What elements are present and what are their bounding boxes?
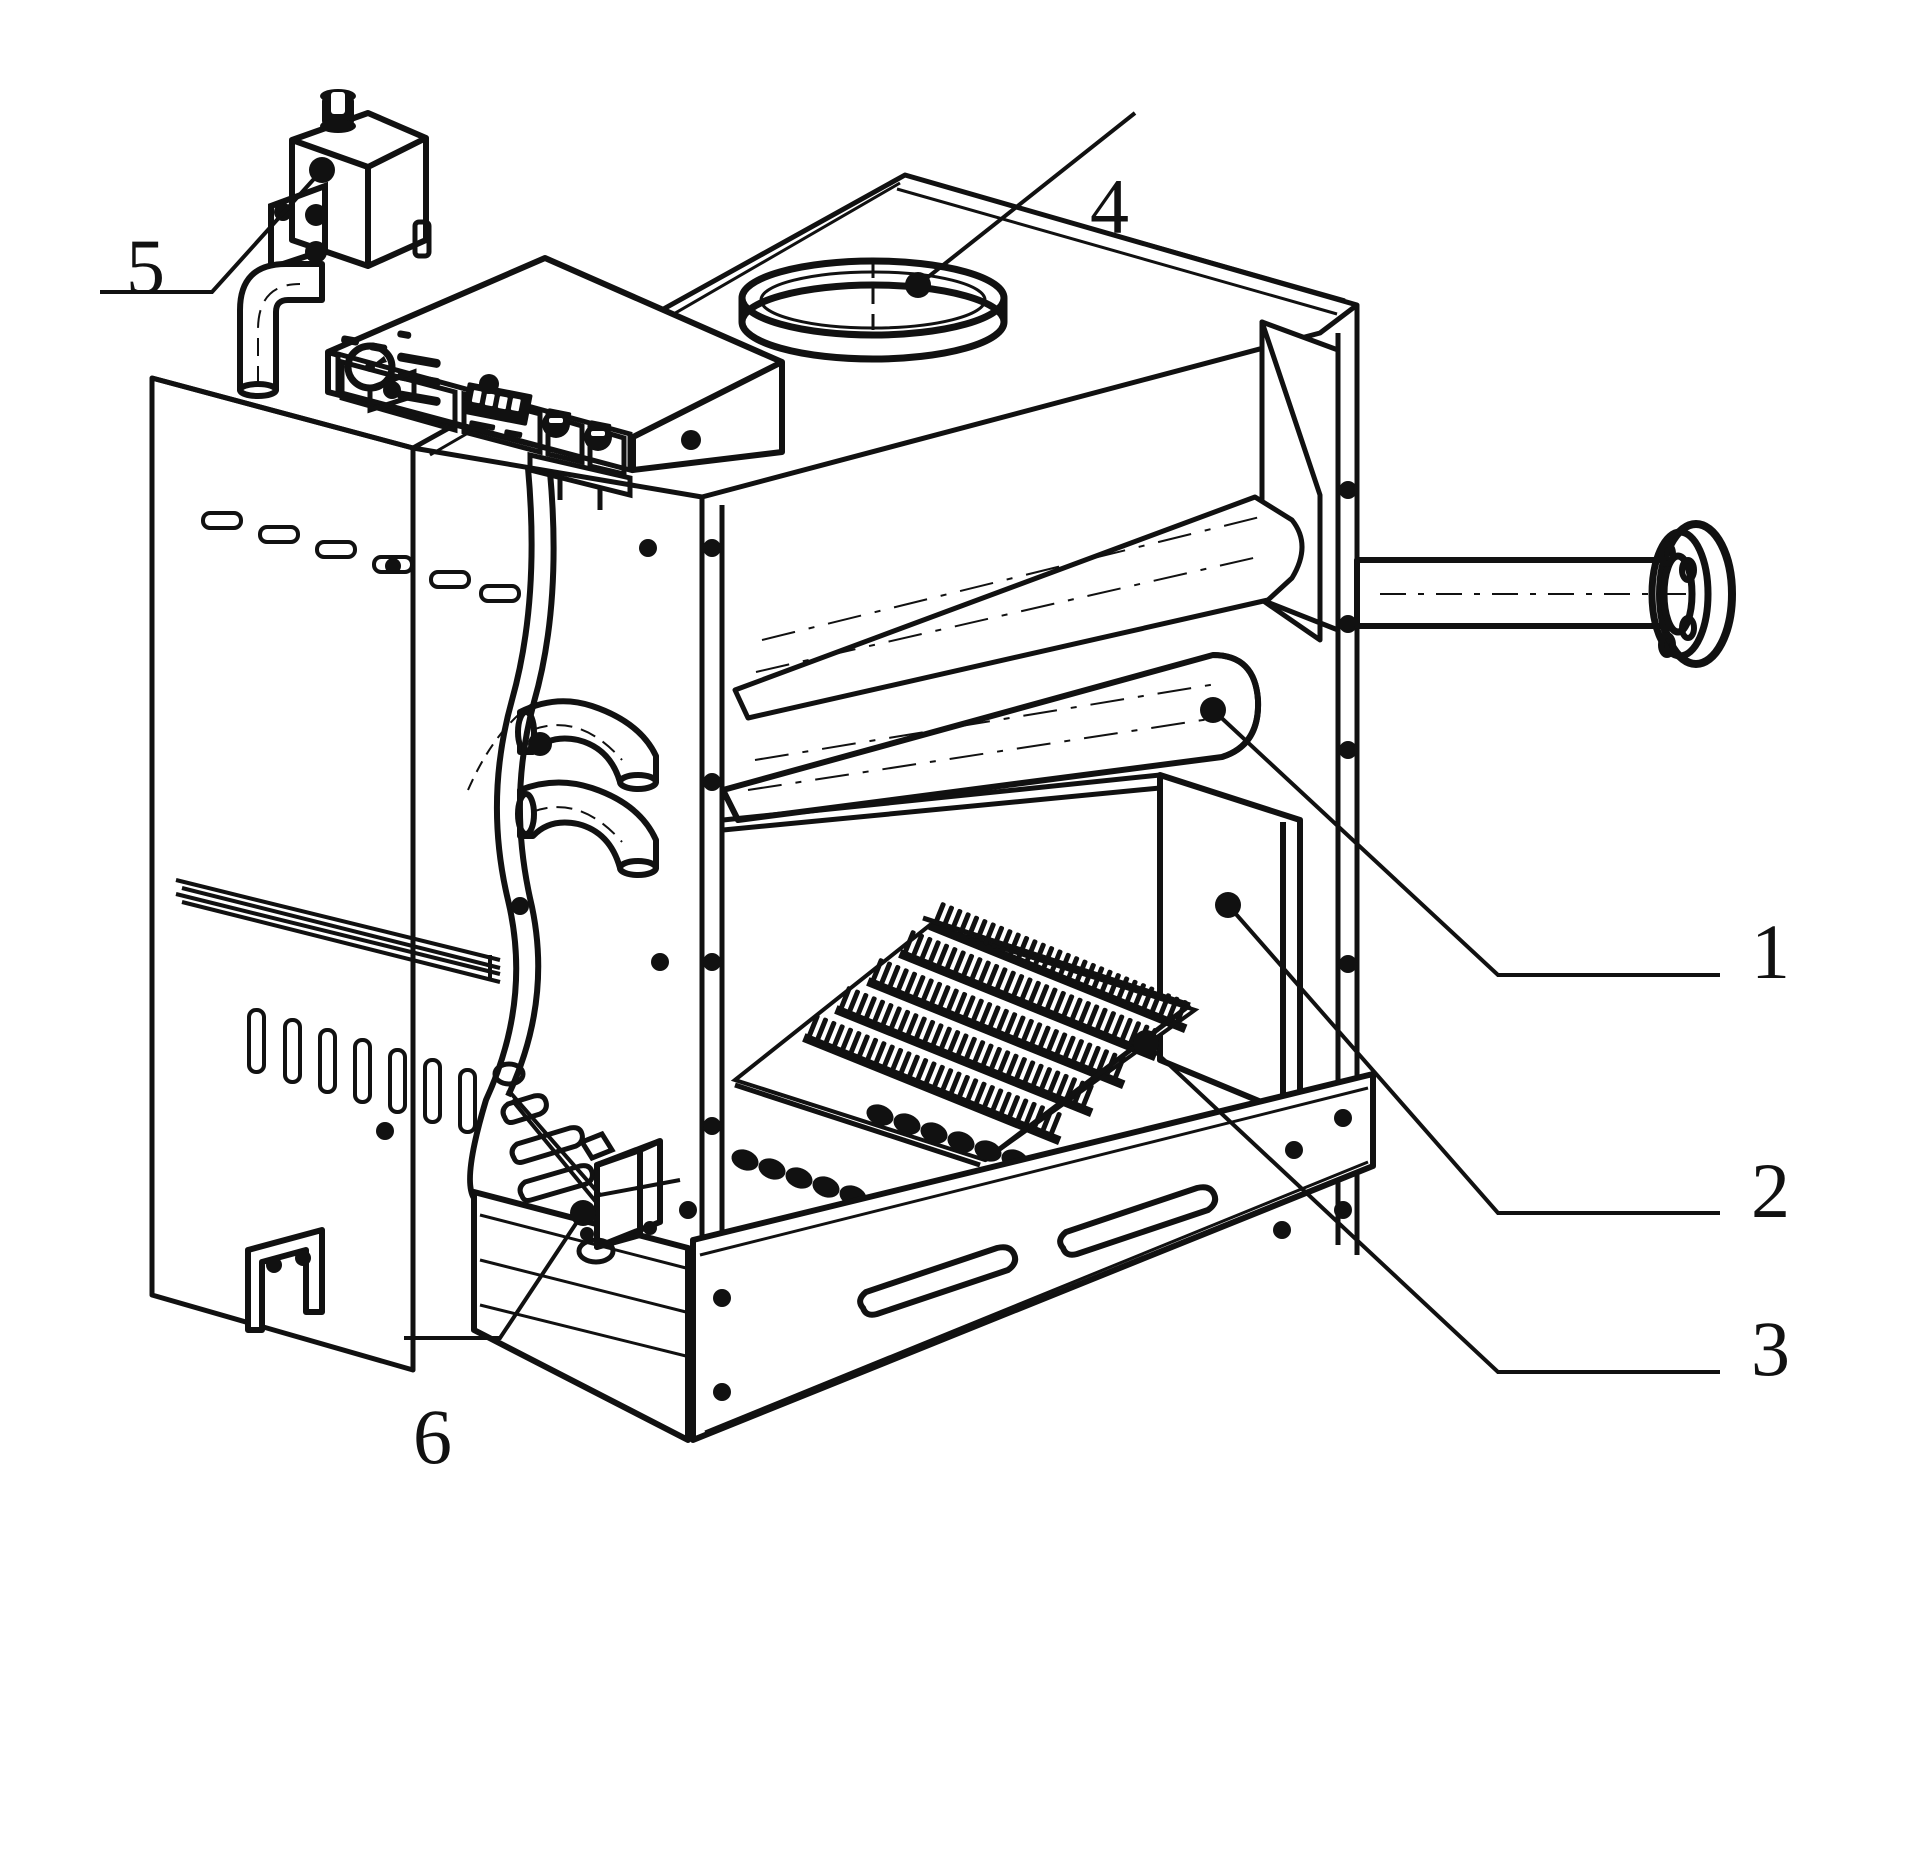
- control-panel-fastener: [479, 374, 701, 450]
- control-dial-pointer: [365, 356, 387, 372]
- callout-number-6: 6: [413, 1393, 452, 1480]
- cabinet-outline: [149, 375, 416, 1373]
- control-panel-bar-labels: [341, 330, 441, 406]
- relief-vessel-mount-bolt: [383, 381, 401, 399]
- chamber-front-post: [699, 497, 725, 1278]
- base-rail: [690, 1071, 1376, 1443]
- callout-number-1: 1: [1751, 908, 1790, 995]
- flue-collar-inner: [759, 262, 987, 340]
- relief-vessel-side-lug: [412, 219, 432, 259]
- flexible-hose-lower: [515, 779, 659, 878]
- pipe-flange-bolt-holes: [1658, 541, 1697, 658]
- gas-valve-fittings: [576, 1130, 616, 1265]
- louvre-slots-upper: [201, 511, 521, 603]
- callout-number-5: 5: [126, 223, 165, 310]
- chamber-inner-shelf: [722, 772, 1161, 833]
- leader-6: [404, 1211, 585, 1340]
- lower-cylinder-centrelines: [747, 682, 1223, 791]
- control-switch-left-slot: [549, 418, 563, 423]
- left-panel-hinge: [175, 878, 501, 978]
- hose-anchor-bolt: [528, 732, 552, 756]
- heat-exchanger-lower-cylinder: [720, 652, 1262, 823]
- control-display-segments: [471, 390, 521, 412]
- front-curved-shroud: [467, 467, 557, 1200]
- upper-cylinder-centrelines: [755, 514, 1269, 673]
- left-panel-split: [181, 886, 501, 984]
- front-shroud-thin-curve: [467, 699, 539, 791]
- leader-dot-3: [1133, 1030, 1159, 1056]
- hose-centrelines: [531, 724, 623, 843]
- misc-fasteners: [511, 539, 1303, 1219]
- leader-3: [1144, 1041, 1720, 1374]
- control-switch-right-slot: [591, 431, 605, 436]
- leader-dot-6: [570, 1200, 596, 1226]
- relief-vessel-mount-tab: [367, 368, 417, 414]
- callout-leaders: [100, 111, 1720, 1374]
- leader-1: [1211, 708, 1720, 977]
- callout-leader-dots: [309, 157, 1241, 1226]
- leader-dot-5: [309, 157, 335, 183]
- pipe-stub: [1354, 557, 1693, 629]
- support-foot-fasteners: [266, 1250, 311, 1273]
- base-rail-fasteners: [713, 1109, 1352, 1401]
- leader-dot-2: [1215, 892, 1241, 918]
- control-panel-base-plate: [527, 451, 633, 510]
- control-panel-small-text: [469, 408, 612, 438]
- support-foot-left: [245, 1227, 325, 1333]
- callout-number-4: 4: [1090, 163, 1129, 250]
- vessel-pipe-centreline: [257, 283, 301, 384]
- leader-5: [100, 168, 324, 294]
- chamber-rear-panel: [1157, 772, 1303, 1121]
- relief-vessel-cap-slot: [331, 92, 345, 114]
- louvre-slots-lower: [247, 1008, 477, 1134]
- control-switch-right: [584, 423, 612, 451]
- vessel-pipe-elbow: [237, 261, 325, 399]
- burner-bracket-slots: [492, 1061, 595, 1203]
- leader-2: [1226, 903, 1720, 1215]
- left-panel-fasteners: [376, 558, 401, 1140]
- chamber-post-fasteners: [703, 539, 721, 1135]
- leader-4: [916, 111, 1137, 287]
- leader-dot-4: [905, 272, 931, 298]
- callout-number-2: 2: [1751, 1147, 1790, 1234]
- base-rail-inner-lines: [699, 1086, 1369, 1434]
- burner-manifold-rails: [734, 915, 1192, 1168]
- gas-valve-block: [594, 1138, 663, 1250]
- base-rail-lifting-slots: [857, 1184, 1219, 1318]
- heat-exchanger-upper-cylinder: [732, 494, 1305, 721]
- callout-number-3: 3: [1751, 1305, 1790, 1392]
- leader-dot-1: [1200, 697, 1226, 723]
